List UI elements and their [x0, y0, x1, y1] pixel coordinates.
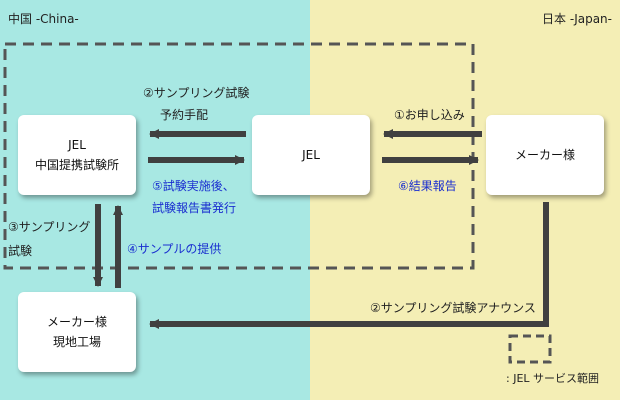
- node-jel-china-line1: JEL: [68, 137, 86, 152]
- step3-label-line1: ③サンプリング: [8, 220, 91, 234]
- step5-label-line2: 試験報告書発行: [152, 201, 237, 215]
- legend-label: : JEL サービス範囲: [506, 372, 600, 385]
- step5-label-line1: ⑤試験実施後、: [152, 179, 235, 193]
- node-jel-china-lab: JEL 中国提携試験所: [18, 115, 136, 195]
- node-maker-factory: メーカー様 現地工場: [18, 292, 136, 372]
- node-jel: JEL: [252, 115, 370, 195]
- node-jel-line1: JEL: [302, 147, 320, 162]
- region-japan: 日本 -Japan-: [310, 0, 620, 400]
- node-jel-china-line2: 中国提携試験所: [34, 158, 119, 172]
- step6-label: ⑥結果報告: [398, 179, 457, 193]
- step3-label-line2: 試験: [8, 244, 33, 258]
- step2-label-line1: ②サンプリング試験: [143, 86, 250, 100]
- step2-announce-label: ②サンプリング試験アナウンス: [370, 301, 536, 315]
- node-factory-line2: 現地工場: [52, 335, 101, 349]
- region-label-japan: 日本 -Japan-: [542, 12, 612, 26]
- region-label-china: 中国 -China-: [8, 12, 79, 26]
- step2-label-line2: 予約手配: [160, 108, 209, 122]
- node-maker-line1: メーカー様: [514, 147, 575, 162]
- step1-label: ①お申し込み: [394, 108, 465, 122]
- step4-label: ④サンプルの提供: [127, 242, 222, 256]
- node-factory-line1: メーカー様: [46, 314, 107, 329]
- legend-dashed-box: [508, 334, 552, 364]
- arrow-step2-announce: [149, 202, 549, 329]
- node-maker: メーカー様: [486, 115, 604, 195]
